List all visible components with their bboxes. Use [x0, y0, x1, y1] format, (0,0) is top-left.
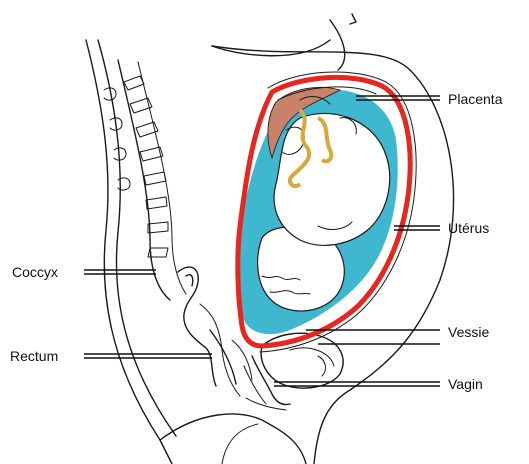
- label-placenta: Placenta: [448, 91, 503, 107]
- label-rectum: Rectum: [10, 348, 58, 364]
- label-vagin: Vagin: [448, 376, 483, 392]
- uterus: [238, 72, 417, 352]
- label-uterus: Utérus: [448, 220, 489, 236]
- label-coccyx: Coccyx: [12, 264, 58, 280]
- label-vessie: Vessie: [448, 324, 489, 340]
